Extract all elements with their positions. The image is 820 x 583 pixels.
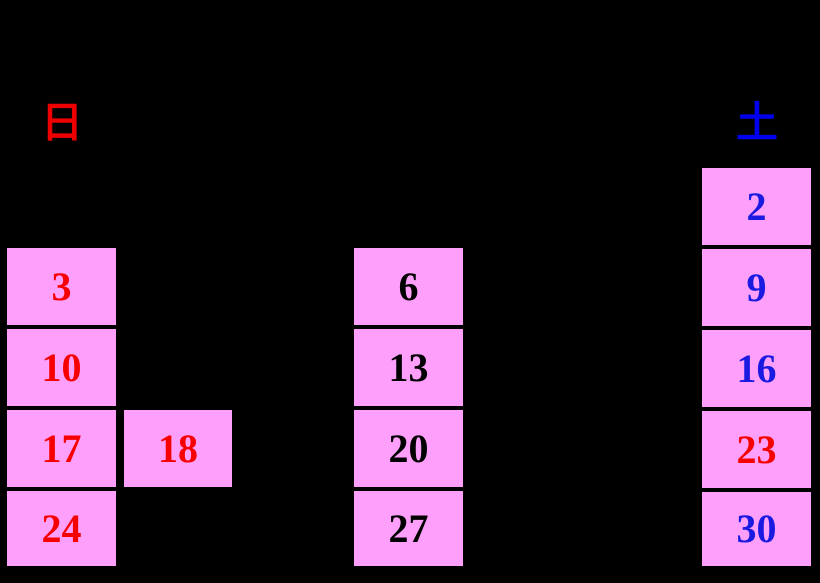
day-number: 2 xyxy=(746,183,767,229)
day-cell[interactable]: 10 xyxy=(5,327,118,408)
day-number: 27 xyxy=(388,505,429,551)
day-cell[interactable]: 18 xyxy=(122,408,234,489)
day-number: 17 xyxy=(41,425,82,471)
day-cell[interactable]: 16 xyxy=(700,328,813,409)
day-cell[interactable]: 27 xyxy=(352,489,465,568)
day-number: 6 xyxy=(398,263,419,309)
day-number: 9 xyxy=(746,264,767,310)
day-number: 3 xyxy=(51,263,72,309)
day-cell[interactable]: 13 xyxy=(352,327,465,408)
day-cell[interactable]: 24 xyxy=(5,489,118,568)
day-cell[interactable]: 2 xyxy=(700,166,813,247)
day-number: 13 xyxy=(388,344,429,390)
day-cell[interactable]: 3 xyxy=(5,246,118,327)
day-number: 16 xyxy=(736,345,777,391)
day-cell[interactable]: 6 xyxy=(352,246,465,327)
day-cell[interactable]: 20 xyxy=(352,408,465,489)
day-number: 10 xyxy=(41,344,82,390)
weekday-header-sunday: 日 xyxy=(40,98,84,147)
day-cell[interactable]: 23 xyxy=(700,409,813,490)
day-cell[interactable]: 17 xyxy=(5,408,118,489)
day-number: 20 xyxy=(388,425,429,471)
day-number: 23 xyxy=(736,426,777,472)
day-cell[interactable]: 9 xyxy=(700,247,813,328)
day-number: 30 xyxy=(736,506,777,551)
day-number: 24 xyxy=(41,505,82,551)
day-cell[interactable]: 30 xyxy=(700,490,813,568)
day-number: 18 xyxy=(158,425,198,471)
weekday-header-saturday: 土 xyxy=(735,98,779,147)
